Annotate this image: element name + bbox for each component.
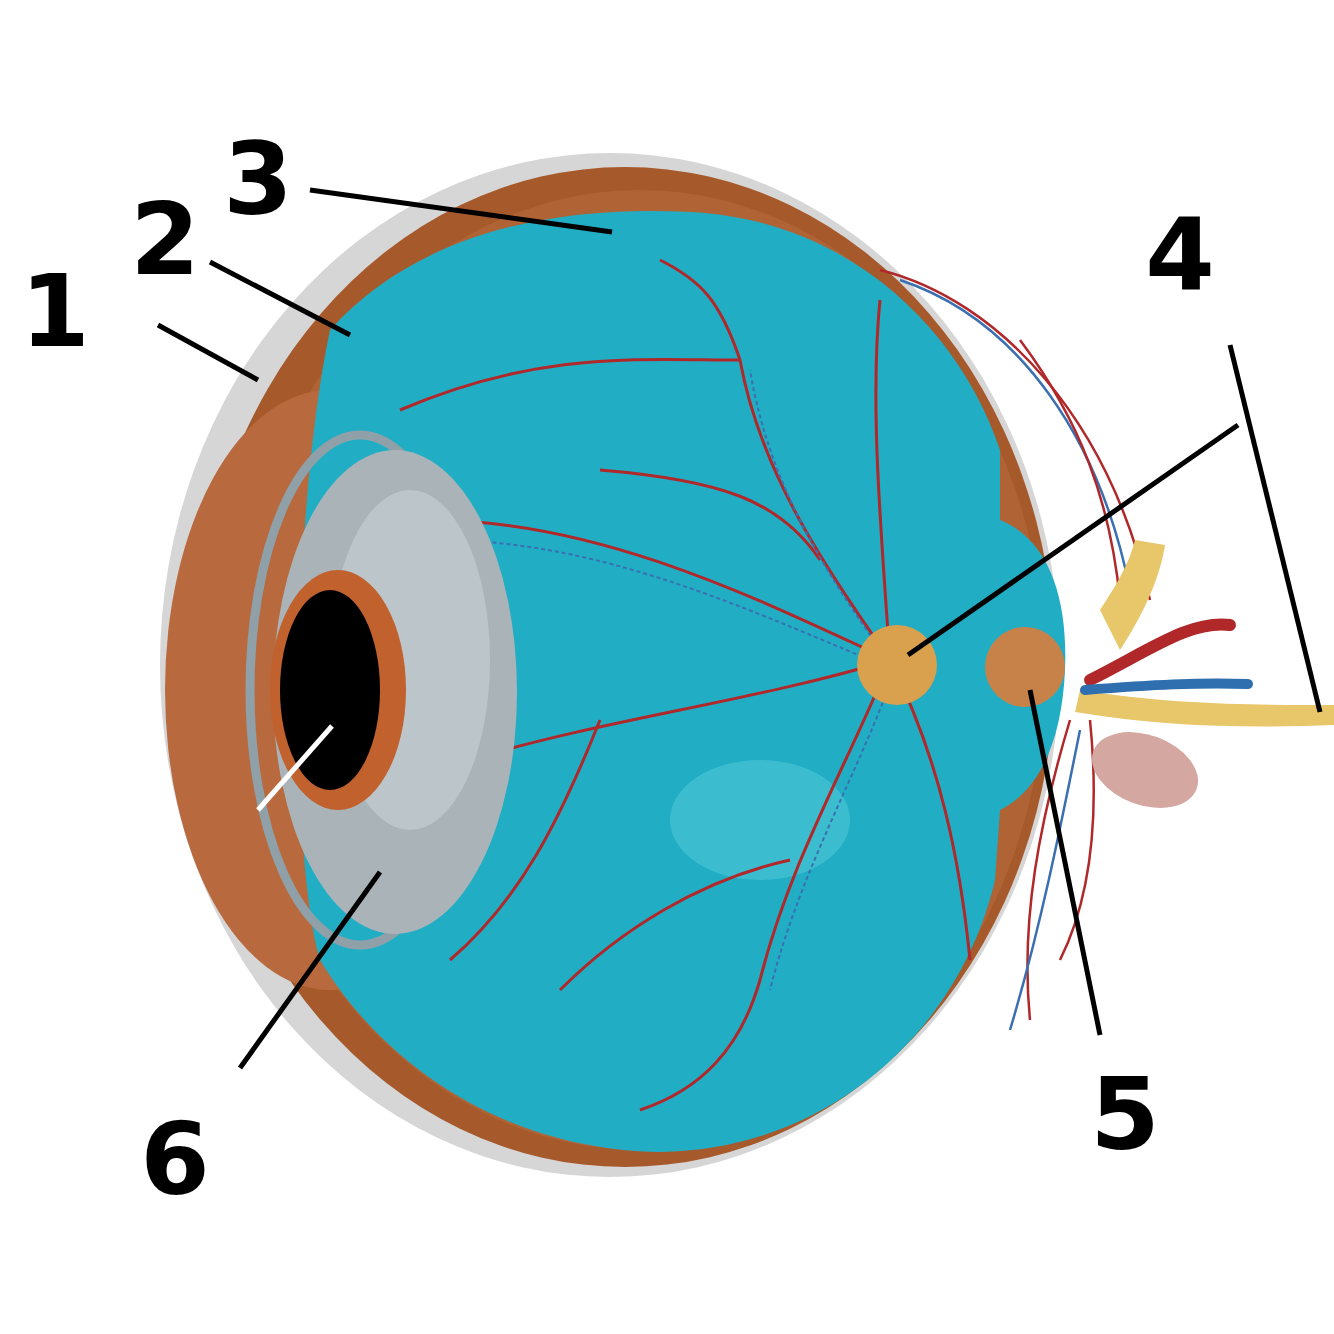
- pupil-mark: [258, 726, 332, 810]
- callout-number: 6: [140, 1110, 210, 1210]
- artery: [1090, 624, 1230, 680]
- muscle: [1081, 718, 1208, 821]
- optic-disc: [857, 625, 937, 705]
- callout-number: 4: [1145, 205, 1215, 305]
- callout-number: 3: [223, 130, 293, 230]
- callout-number: 5: [1090, 1065, 1160, 1165]
- callout-number: 2: [130, 190, 200, 290]
- optic-nerve: [1075, 690, 1334, 727]
- pupil: [280, 590, 380, 790]
- retina-highlight: [670, 760, 850, 880]
- macula: [985, 627, 1065, 707]
- vein: [1085, 683, 1248, 690]
- nerve-branch: [1100, 540, 1165, 650]
- leader-lines: [158, 190, 1320, 1068]
- retina: [299, 211, 1066, 1152]
- callout-number: 1: [20, 262, 90, 362]
